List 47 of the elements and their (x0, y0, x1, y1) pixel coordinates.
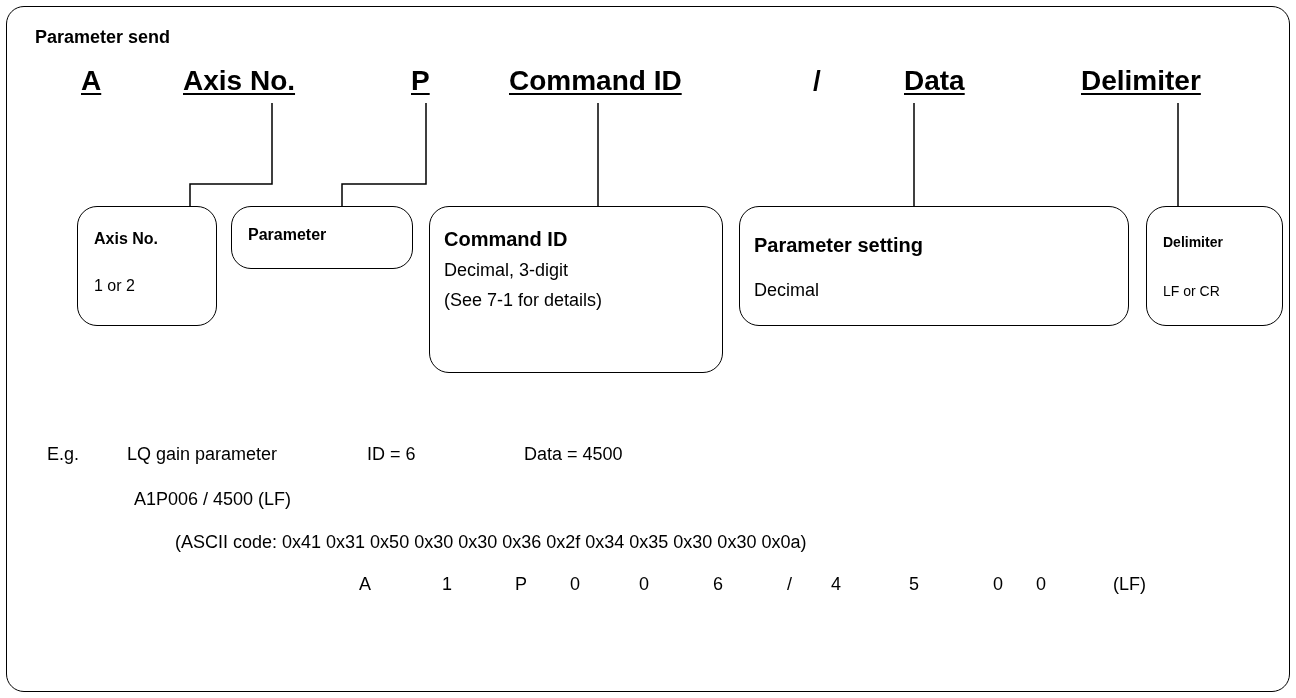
box-title: Delimiter (1163, 234, 1224, 252)
box-text: (See 7-1 for details) (444, 288, 604, 312)
field-box (429, 206, 723, 373)
example-text: 0 (993, 573, 1003, 595)
box-text: Decimal (754, 279, 820, 302)
box-title: Command ID (444, 227, 569, 252)
example-text: (LF) (1113, 573, 1146, 595)
box-text: 1 or 2 (94, 276, 136, 296)
example-text: / (787, 573, 792, 595)
field-name: Data (904, 63, 975, 99)
example-text: 4 (831, 573, 841, 595)
field-box (231, 206, 413, 269)
leader-line (913, 102, 915, 207)
example-text: A (359, 573, 371, 595)
separator-text: / (813, 64, 821, 98)
example-text: A1P006 / 4500 (LF) (134, 488, 292, 510)
leader-line (1177, 102, 1179, 207)
example-text: 0 (1036, 573, 1046, 595)
field-name: P (411, 63, 430, 99)
field-name: A (81, 64, 102, 98)
example-text: LQ gain parameter (127, 443, 278, 465)
leader-line (341, 102, 427, 207)
field-box (77, 206, 217, 326)
example-text: ID = 6 (367, 443, 416, 465)
field-name: Command ID (509, 63, 682, 99)
example-text: 0 (570, 573, 580, 595)
field-name: Axis No. (183, 63, 296, 99)
leader-line (597, 102, 599, 207)
example-text: E.g. (47, 443, 80, 465)
box-text: Decimal, 3-digit (444, 259, 570, 282)
box-title: Parameter setting (754, 233, 924, 258)
field-box (739, 206, 1129, 326)
box-text: LF or CR (1163, 281, 1221, 301)
example-text: 6 (713, 573, 723, 595)
example-text: 1 (442, 573, 452, 595)
example-text: Data = 4500 (524, 443, 623, 465)
example-text: 5 (909, 573, 919, 595)
field-name: Delimiter (1081, 63, 1201, 99)
frame-panel (6, 6, 1290, 692)
example-text: (ASCII code: 0x41 0x31 0x50 0x30 0x30 0x36 0x2f 0x34 0x35 0x30 0x30 0x0a) (175, 531, 807, 553)
box-title: Parameter (248, 225, 328, 245)
box-title: Axis No. (94, 229, 159, 249)
example-text: P (515, 573, 527, 595)
field-box (1146, 206, 1283, 326)
example-text: 0 (639, 573, 649, 595)
frame-title: Parameter send (35, 27, 171, 48)
leader-line (189, 102, 273, 207)
